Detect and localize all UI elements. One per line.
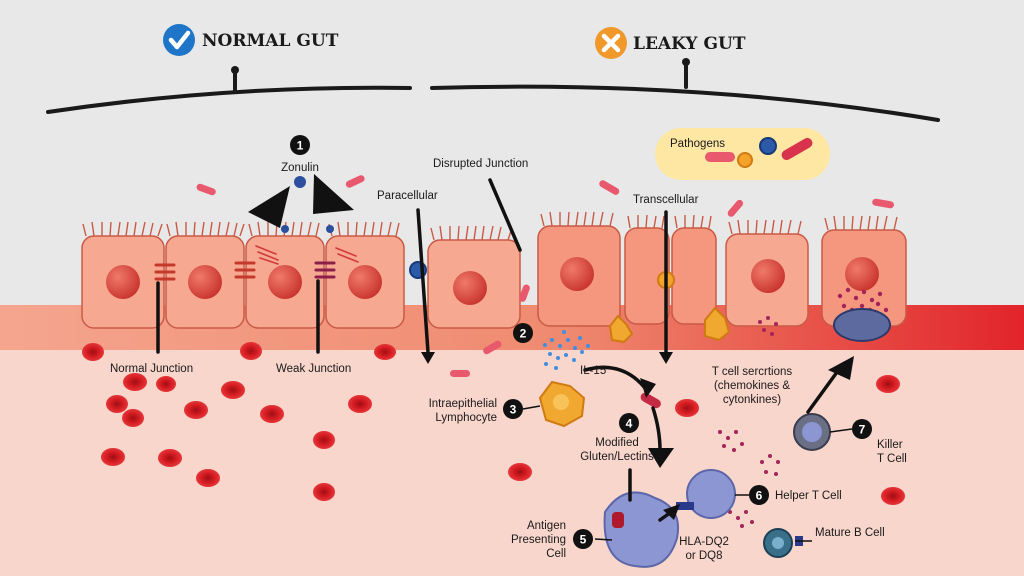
apc-label-3: Cell	[546, 548, 566, 560]
svg-text:2: 2	[520, 327, 527, 341]
cross-icon	[595, 27, 627, 59]
labels: Zonulin Disrupted Junction Paracellular …	[110, 158, 907, 562]
leaky-gut-title: LEAKY GUT	[633, 34, 746, 54]
intraepithelial-label-1: Intraepithelial	[429, 398, 497, 410]
il15-particles	[543, 330, 590, 370]
blood-cells	[82, 342, 905, 505]
pathogens-pill	[655, 128, 830, 180]
zonulin-label: Zonulin	[281, 162, 319, 174]
weak-junction-label: Weak Junction	[276, 363, 351, 375]
svg-text:6: 6	[756, 489, 763, 503]
apc-label-2: Presenting	[511, 534, 566, 546]
svg-text:7: 7	[859, 423, 866, 437]
hla-label-2: or DQ8	[685, 550, 722, 562]
pathogens-label: Pathogens	[670, 138, 725, 150]
tcell-secretions-label-1: T cell sercrtions	[712, 366, 793, 378]
svg-text:3: 3	[510, 403, 517, 417]
modified-label-1: Modified	[595, 437, 638, 449]
zonulin-molecules	[248, 174, 354, 233]
intraepithelial-lymphocyte-cell	[538, 380, 586, 428]
step-markers: 1 2 3 4 5 6 7	[290, 135, 872, 549]
arrowheads	[421, 352, 854, 520]
tcell-secretions-label-2: (chemokines &	[714, 380, 790, 392]
svg-text:4: 4	[626, 417, 633, 431]
killer-t-cell	[793, 413, 831, 451]
apc-label-1: Antigen	[527, 520, 566, 532]
modified-label-2: Gluten/Lectins	[580, 451, 654, 463]
microvilli	[82, 211, 898, 241]
check-icon	[163, 24, 195, 56]
paracellular-label: Paracellular	[377, 190, 438, 202]
killer-t-label-1: Killer	[877, 439, 903, 451]
mature-b-label: Mature B Cell	[815, 527, 885, 539]
disrupted-junction-label: Disrupted Junction	[433, 158, 528, 170]
svg-text:5: 5	[580, 533, 587, 547]
helper-t-label: Helper T Cell	[775, 490, 842, 502]
step-7: 7	[852, 419, 872, 439]
transcellular-label: Transcellular	[633, 194, 699, 206]
normal-gut-title: NORMAL GUT	[202, 31, 339, 51]
step-5: 5	[573, 529, 593, 549]
killer-t-in-epithelium	[833, 308, 891, 342]
tcell-secretions-label-3: cytonkines)	[723, 394, 781, 406]
hla-label-1: HLA-DQ2	[679, 536, 729, 548]
helper-t-cell	[676, 469, 736, 519]
normal-cells	[81, 235, 405, 329]
apc-cell	[603, 491, 679, 568]
step-6: 6	[749, 485, 769, 505]
killer-t-label-2: T Cell	[877, 453, 907, 465]
il15-label: IL-15	[580, 365, 606, 377]
intraepithelial-label-2: Lymphocyte	[435, 412, 497, 424]
step-3: 3	[503, 399, 523, 419]
normal-junction-label: Normal Junction	[110, 363, 193, 375]
orange-immune-cells	[608, 306, 731, 344]
connector-lines	[522, 405, 853, 542]
step-2: 2	[513, 323, 533, 343]
svg-text:1: 1	[297, 139, 304, 153]
tight-junctions	[154, 245, 359, 281]
leaky-cells	[427, 225, 907, 329]
floating-molecules	[196, 175, 894, 409]
header-bracket	[46, 60, 940, 122]
pointer-lines	[156, 178, 842, 522]
step-4: 4	[619, 413, 639, 433]
epithelium	[81, 225, 907, 329]
step-1: 1	[290, 135, 310, 155]
